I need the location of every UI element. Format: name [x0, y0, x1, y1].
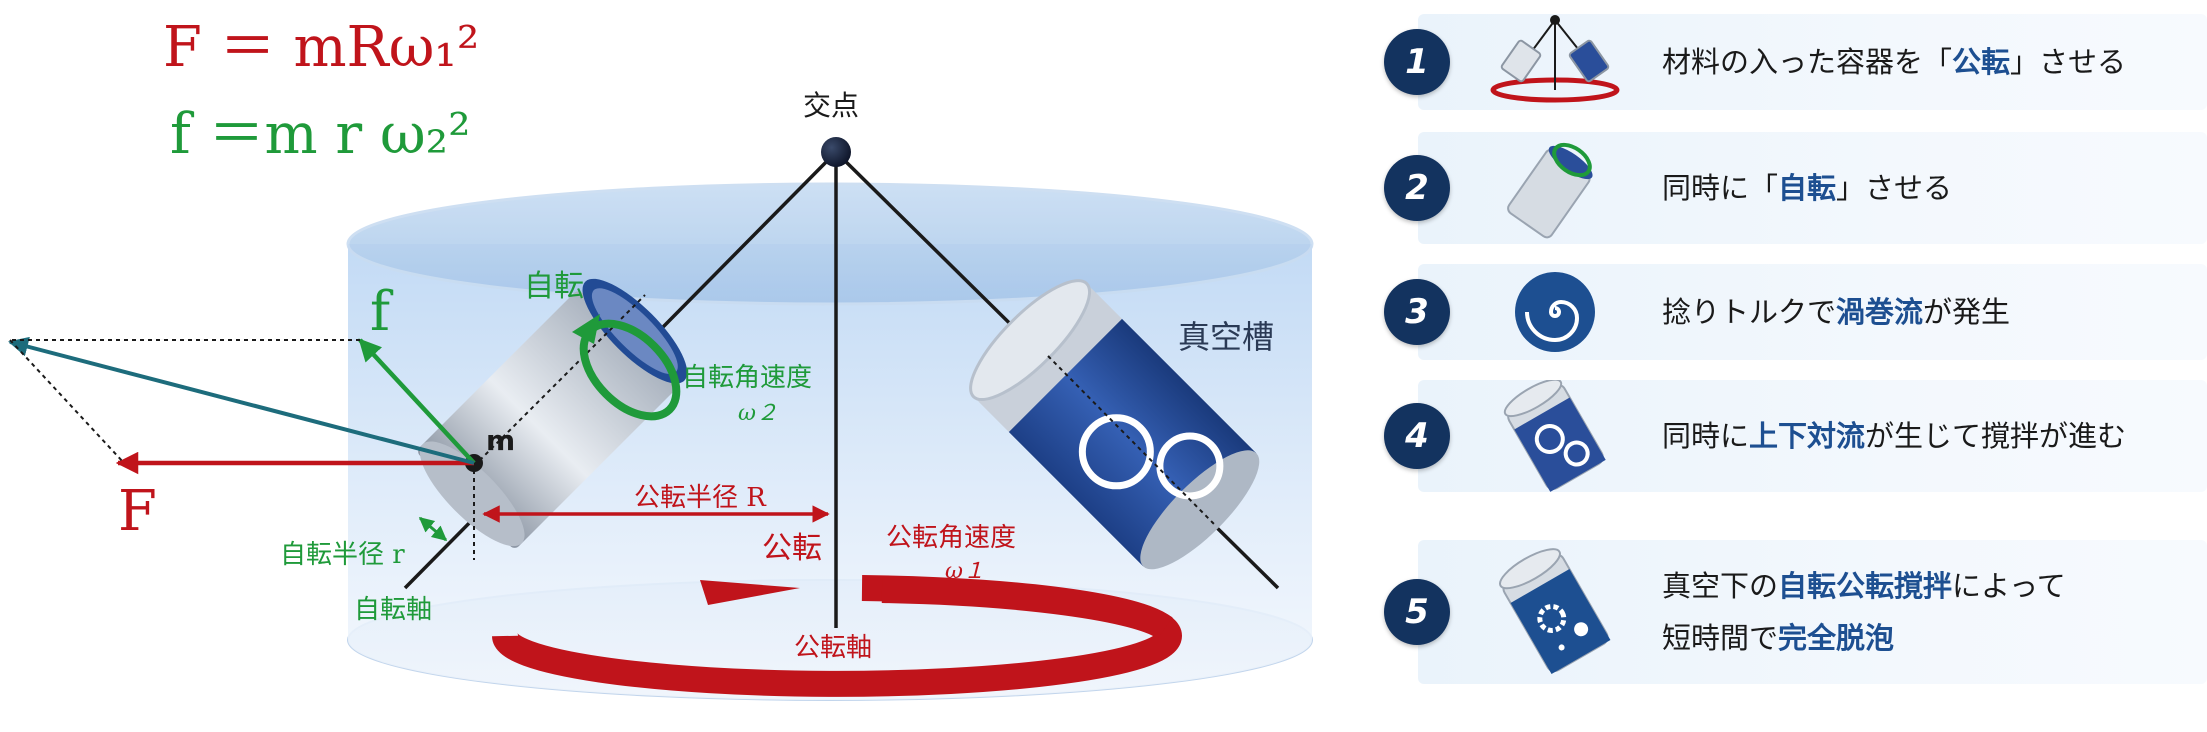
force-f-arrow [358, 338, 476, 465]
step-3-number: 3 [1384, 279, 1450, 345]
label-intersection: 交点 [803, 89, 859, 122]
label-revolution-angular-velocity: 公転角速度 [886, 523, 1016, 553]
tank-top [346, 182, 1314, 306]
label-force-large: F [118, 479, 157, 544]
step-4: 4 同時に上下対流が生じて撹拌が進む [1380, 380, 2207, 492]
revolution-arrow-head [700, 580, 800, 605]
label-omega2: ω２ [738, 401, 778, 426]
resultant-arrow [8, 336, 475, 465]
revolution-ring [492, 575, 1182, 697]
parallelogram-left [9, 339, 125, 464]
convection-container-icon [1503, 380, 1606, 492]
step-5: 5 真空下の自転公転撹拌によって 短時間で完全脱泡 [1380, 540, 2207, 684]
label-omega1: ω１ [945, 559, 985, 584]
step-1: 1 材料の入った容器を「公転」させる [1380, 14, 2207, 110]
step-1-number: 1 [1384, 29, 1450, 95]
step-1-background [1418, 14, 2207, 110]
revolution-container-icon [1490, 15, 1620, 103]
intersection-point [821, 137, 851, 167]
label-revolution-radius: 公転半径 R [634, 483, 767, 513]
rotation-arrow-head [572, 314, 600, 344]
step-5-text-line-2: 短時間で完全脱泡 [1662, 621, 1895, 655]
step-1-text: 材料の入った容器を「公転」させる [1662, 45, 2127, 79]
label-rotation-radius: 自転半径 r [280, 540, 405, 570]
formula-f: f ＝m r ω₂² [170, 102, 471, 167]
rotation-container-icon [1507, 142, 1593, 239]
step-5-number: 5 [1384, 579, 1450, 645]
step-2-number: 2 [1384, 155, 1450, 221]
label-vacuum-tank: 真空槽 [1178, 318, 1274, 356]
step-3-text: 捻りトルクで渦巻流が発生 [1662, 295, 2011, 329]
label-mass: m [486, 424, 515, 457]
label-rotation: 自転 [524, 269, 584, 304]
defoaming-container-icon [1499, 548, 1611, 675]
step-3: 3 捻りトルクで渦巻流が発生 [1380, 264, 2207, 360]
step-2-text: 同時に「自転」させる [1662, 171, 1953, 205]
formula-F: F ＝ mRω₁² [163, 15, 479, 80]
mixer-diagram: F ＝ mRω₁² f ＝m r ω₂² 交点 真空槽 自転 自転角速度 ω２ … [8, 15, 1314, 701]
step-4-number: 4 [1384, 403, 1450, 469]
rotation-radius-arrow [418, 516, 448, 542]
label-revolution-axis: 公転軸 [794, 633, 872, 663]
step-2: 2 同時に「自転」させる [1380, 132, 2207, 244]
label-rotation-axis: 自転軸 [354, 595, 432, 625]
label-rotation-angular-velocity: 自転角速度 [682, 363, 812, 393]
vortex-icon [1515, 272, 1595, 352]
step-5-text-line-1: 真空下の自転公転撹拌によって [1662, 569, 2066, 603]
step-4-text: 同時に上下対流が生じて撹拌が進む [1662, 419, 2127, 453]
label-revolution: 公転 [762, 531, 822, 566]
